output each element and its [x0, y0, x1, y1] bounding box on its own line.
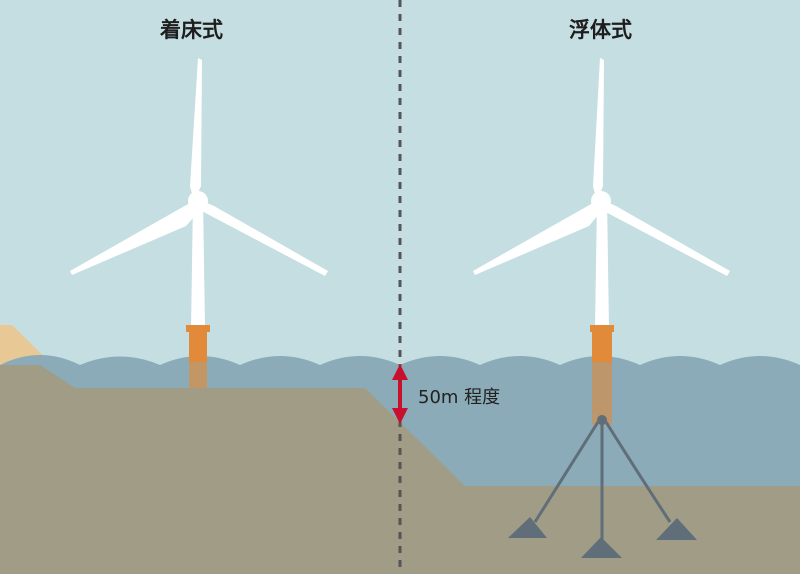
floating-turbine-tower: [595, 200, 609, 328]
floating-turbine: [473, 58, 730, 558]
depth-label: 50m 程度: [418, 387, 501, 408]
anchor-center: [581, 537, 622, 558]
fixed-turbine-tower: [191, 200, 205, 328]
fixed-blade-left: [70, 199, 202, 275]
seabed: [0, 365, 800, 574]
fixed-blade-up: [190, 58, 202, 202]
anchor-left: [508, 517, 547, 538]
fixed-foundation-collar: [186, 325, 210, 332]
floating-type-title: 浮体式: [569, 18, 632, 42]
fixed-blade-right: [196, 199, 328, 276]
floating-hub: [591, 191, 611, 211]
floating-spar: [592, 330, 612, 425]
fixed-turbine-rotor: [70, 58, 328, 276]
spar-underwater-tint: [592, 362, 612, 425]
floating-foundation-collar: [590, 325, 614, 332]
floating-blade-up: [593, 58, 604, 202]
floating-blade-left: [473, 199, 604, 275]
floating-blade-right: [598, 199, 730, 276]
monopile-underwater-tint: [189, 362, 207, 388]
mooring-fairlead: [597, 415, 607, 425]
fixed-type-title: 着床式: [160, 18, 223, 42]
fixed-hub: [188, 191, 208, 211]
mooring-line-left: [533, 421, 600, 523]
anchor-right: [656, 518, 697, 540]
mooring-line-right: [604, 421, 672, 523]
